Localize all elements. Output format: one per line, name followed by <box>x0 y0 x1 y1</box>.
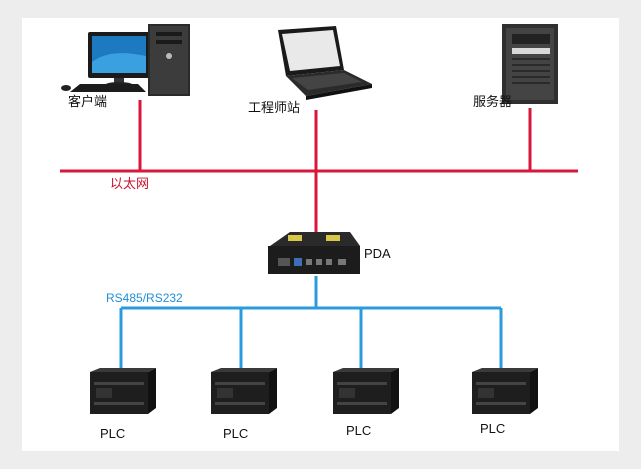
plc-module-icon <box>472 368 538 414</box>
tower-server-icon <box>502 24 558 104</box>
plc-label: PLC <box>480 421 506 436</box>
laptop-icon <box>278 26 372 100</box>
pda-label: PDA <box>364 246 391 261</box>
serial-bus-label: RS485/RS232 <box>106 291 183 305</box>
engineer-station-label: 工程师站 <box>248 100 301 115</box>
ethernet-label: 以太网 <box>110 176 150 191</box>
client-label: 客户端 <box>68 94 108 109</box>
diagram-canvas: 客户端 工程师站 服务器 以太网 PDA RS485/RS232 PLC PLC… <box>22 18 619 451</box>
plc-module-icon <box>90 368 156 414</box>
server-label: 服务器 <box>473 94 513 109</box>
plc-label: PLC <box>223 426 249 441</box>
plc-label: PLC <box>346 423 372 438</box>
ethernet-bus <box>60 100 578 232</box>
desktop-computer-icon <box>61 24 190 96</box>
serial-bus <box>119 276 503 370</box>
plc-label: PLC <box>100 426 126 441</box>
plc-module-icon <box>333 368 399 414</box>
gateway-device-icon <box>268 232 360 274</box>
plc-module-icon <box>211 368 277 414</box>
